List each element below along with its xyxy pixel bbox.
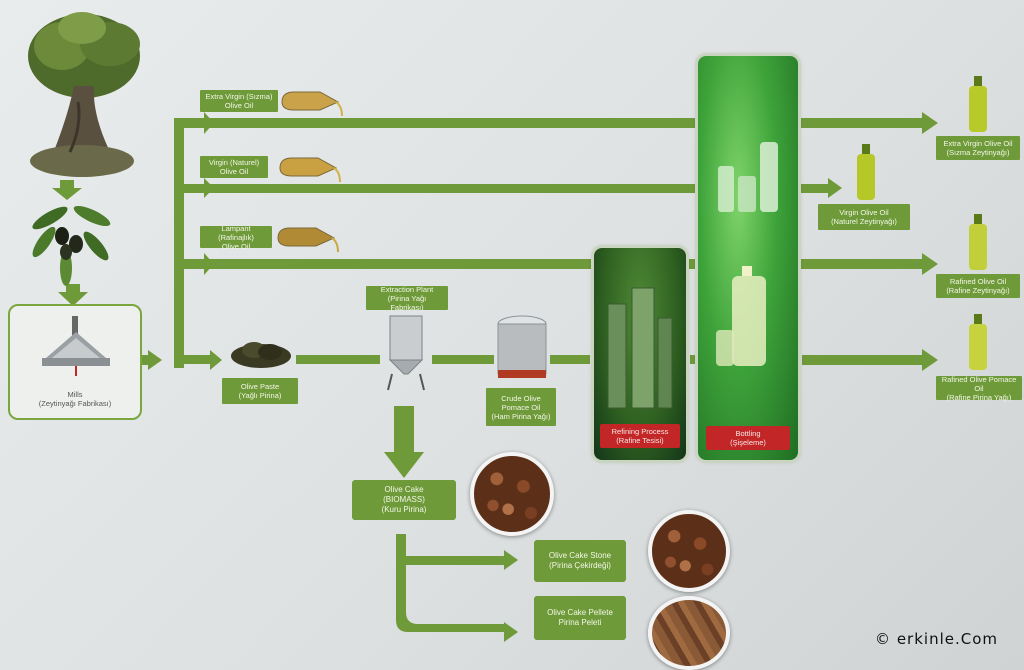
mills-box: Mills (Zeytinyağı Fabrikası)	[8, 304, 142, 420]
refining-line1: Refining Process	[611, 427, 669, 436]
olive-paste-line2: (Yağlı Pirina)	[238, 391, 282, 400]
refinery-towers-icon	[607, 287, 673, 409]
crude-oil-label: Crude Olive Pomace Oil (Ham Pirina Yağı)	[486, 388, 556, 426]
input-virgin-line1: Virgin (Naturel)	[208, 158, 260, 167]
olive-paste-pile-icon	[231, 342, 291, 368]
output-virgin-line1: Virgin Olive Oil	[839, 208, 889, 217]
output-extra-virgin-line2: (Sızma Zeytinyağı)	[946, 148, 1010, 157]
extraction-silo-icon	[387, 315, 425, 391]
input-lampant-line1: Lampant (Rafinajlık)	[218, 223, 254, 242]
olive-cake-stone-line2: (Pirina Çekirdeği)	[549, 561, 611, 570]
output-rafined-line1: Rafined Olive Oil	[949, 277, 1007, 286]
mills-title: Mills	[67, 390, 83, 399]
olive-cake-pellete-photo	[648, 596, 730, 670]
bottles-icon	[718, 142, 778, 212]
output-bottle-icon	[969, 214, 987, 270]
input-extra-virgin-line2: Olive Oil	[224, 101, 254, 110]
output-rafined-pomace-label: Rafined Olive Pomace Oil (Rafine Pirina …	[936, 374, 1022, 402]
olive-cake-pellete-line1: Olive Cake Pellete	[547, 608, 613, 617]
mill-machine-icon	[42, 316, 110, 376]
olive-paste-label: Olive Paste (Yağlı Pirina)	[222, 378, 298, 404]
olive-paste-line1: Olive Paste	[240, 382, 280, 391]
extraction-plant-label: Extraction Plant (Pirina Yağı Fabrikası)	[366, 284, 448, 312]
mills-subtitle: (Zeytinyağı Fabrikası)	[38, 399, 112, 408]
olive-cake-stone-photo	[648, 510, 730, 592]
bottling-line2: (Şişeleme)	[730, 438, 766, 447]
extraction-plant-line2: (Pirina Yağı Fabrikası)	[387, 293, 427, 312]
input-extra-virgin-line1: Extra Virgin (Sızma)	[205, 92, 273, 101]
oil-jug-icon	[281, 91, 343, 117]
copyright-text: © erkinle.Com	[875, 630, 998, 648]
plastic-bottles-icon	[716, 266, 766, 366]
olive-cake-stone-line1: Olive Cake Stone	[548, 551, 612, 560]
output-rafined-pomace-line2: (Rafine Pirina Yağı)	[946, 392, 1012, 402]
olive-cake-pellete-line2: Pirina Peleti	[558, 618, 602, 627]
olive-cake-line2: (BIOMASS)	[383, 495, 425, 504]
output-virgin-line2: (Naturel Zeytinyağı)	[831, 217, 897, 226]
output-rafined-pomace-line1: Rafined Olive Pomace Oil	[941, 374, 1017, 393]
bottling-line1: Bottling	[735, 429, 761, 438]
input-virgin-line2: Olive Oil	[219, 167, 249, 176]
olive-branch-illustration	[32, 205, 111, 286]
output-extra-virgin-line1: Extra Virgin Olive Oil	[943, 139, 1013, 148]
extraction-plant-line1: Extraction Plant	[380, 284, 434, 294]
input-extra-virgin-label: Extra Virgin (Sızma) Olive Oil	[200, 90, 278, 112]
output-bottle-icon	[857, 144, 875, 200]
olive-cake-line3: (Kuru Pirina)	[381, 505, 427, 514]
olive-cake-stone-label: Olive Cake Stone (Pirina Çekirdeği)	[534, 540, 626, 582]
olive-cake-pellete-label: Olive Cake Pellete Pirina Peleti	[534, 596, 626, 640]
output-rafined-line2: (Rafine Zeytinyağı)	[946, 286, 1010, 295]
input-lampant-label: Lampant (Rafinajlık) Olive Oil	[200, 223, 272, 251]
refining-process-label: Refining Process (Rafine Tesisi)	[600, 424, 680, 448]
olive-cake-label: Olive Cake (BIOMASS) (Kuru Pirina)	[352, 480, 456, 520]
refining-process-panel: Refining Process (Rafine Tesisi)	[594, 248, 686, 460]
refining-line2: (Rafine Tesisi)	[616, 436, 664, 445]
output-bottle-icon	[969, 76, 987, 132]
mills-caption: Mills (Zeytinyağı Fabrikası)	[10, 390, 140, 408]
oil-jug-icon	[277, 227, 339, 253]
output-bottle-icon	[969, 314, 987, 370]
crude-oil-tank-icon	[497, 315, 547, 378]
input-virgin-label: Virgin (Naturel) Olive Oil	[200, 156, 268, 178]
crude-oil-line3: (Ham Pirina Yağı)	[491, 411, 551, 421]
olive-cake-photo	[470, 452, 554, 536]
olive-cake-line1: Olive Cake	[384, 485, 424, 494]
bottling-label: Bottling (Şişeleme)	[706, 426, 790, 450]
olive-tree-illustration	[28, 12, 140, 177]
crude-oil-line2: Pomace Oil	[501, 402, 541, 412]
input-lampant-line2: Olive Oil	[221, 241, 251, 251]
oil-jug-icon	[279, 157, 341, 183]
output-extra-virgin-label: Extra Virgin Olive Oil (Sızma Zeytinyağı…	[936, 136, 1020, 160]
output-virgin-label: Virgin Olive Oil (Naturel Zeytinyağı)	[818, 204, 910, 230]
output-rafined-label: Rafined Olive Oil (Rafine Zeytinyağı)	[936, 274, 1020, 298]
crude-oil-line1: Crude Olive	[501, 393, 541, 403]
bottling-panel: Bottling (Şişeleme)	[698, 56, 798, 460]
